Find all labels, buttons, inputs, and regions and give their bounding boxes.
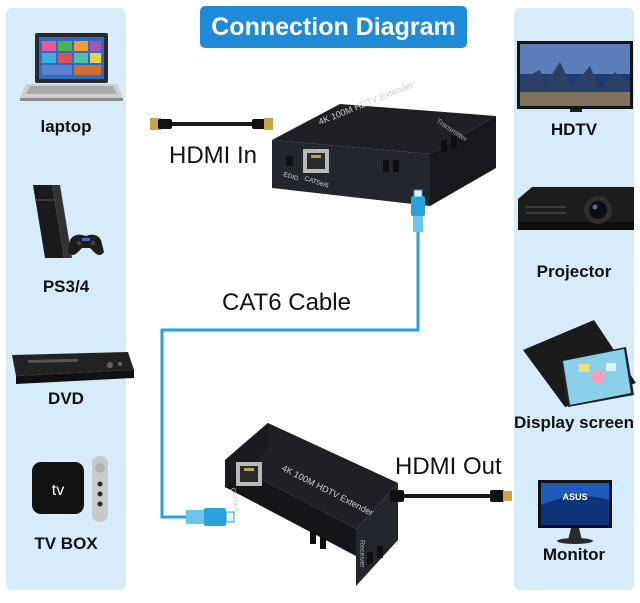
transmitter-unit bbox=[272, 104, 496, 206]
projector-icon bbox=[518, 187, 634, 230]
projector-label: Projector bbox=[536, 262, 612, 281]
hdmi-input-cable bbox=[150, 118, 273, 130]
transmitter-edid-port-label: EDID bbox=[282, 171, 299, 183]
tablet-display-icon bbox=[523, 320, 636, 407]
game-console-icon bbox=[33, 185, 104, 258]
laptop-icon bbox=[20, 33, 123, 101]
laptop-label: laptop bbox=[40, 117, 92, 136]
hdmi-in-label: HDMI In bbox=[169, 142, 258, 169]
cat6-cable bbox=[160, 189, 425, 526]
cat6-cable-label: CAT6 Cable bbox=[222, 289, 351, 316]
tv-box-label: TV BOX bbox=[34, 534, 98, 553]
monitor-brand: ASUS bbox=[562, 492, 587, 502]
receiver-unit bbox=[225, 423, 398, 586]
receiver-cat-port-label: CAT5e/6 bbox=[229, 487, 240, 513]
hdmi-out-label: HDMI Out bbox=[395, 453, 502, 480]
tv-box-icon: tv bbox=[32, 456, 108, 522]
hdtv-label: HDTV bbox=[550, 120, 598, 139]
hdmi-output-cable bbox=[390, 490, 512, 502]
dvd-player-icon bbox=[12, 352, 134, 384]
receiver-role-label: Receiver bbox=[358, 540, 365, 568]
hdtv-icon bbox=[517, 41, 633, 112]
monitor-label: Monitor bbox=[542, 545, 606, 564]
diagram-title: Connection Diagram bbox=[200, 6, 467, 48]
display-screen-label: Display screen bbox=[513, 413, 634, 432]
tv-box-logo: tv bbox=[52, 482, 64, 499]
monitor-icon: ASUS bbox=[538, 480, 612, 544]
ps-console-label: PS3/4 bbox=[42, 277, 90, 296]
dvd-label: DVD bbox=[48, 389, 84, 408]
